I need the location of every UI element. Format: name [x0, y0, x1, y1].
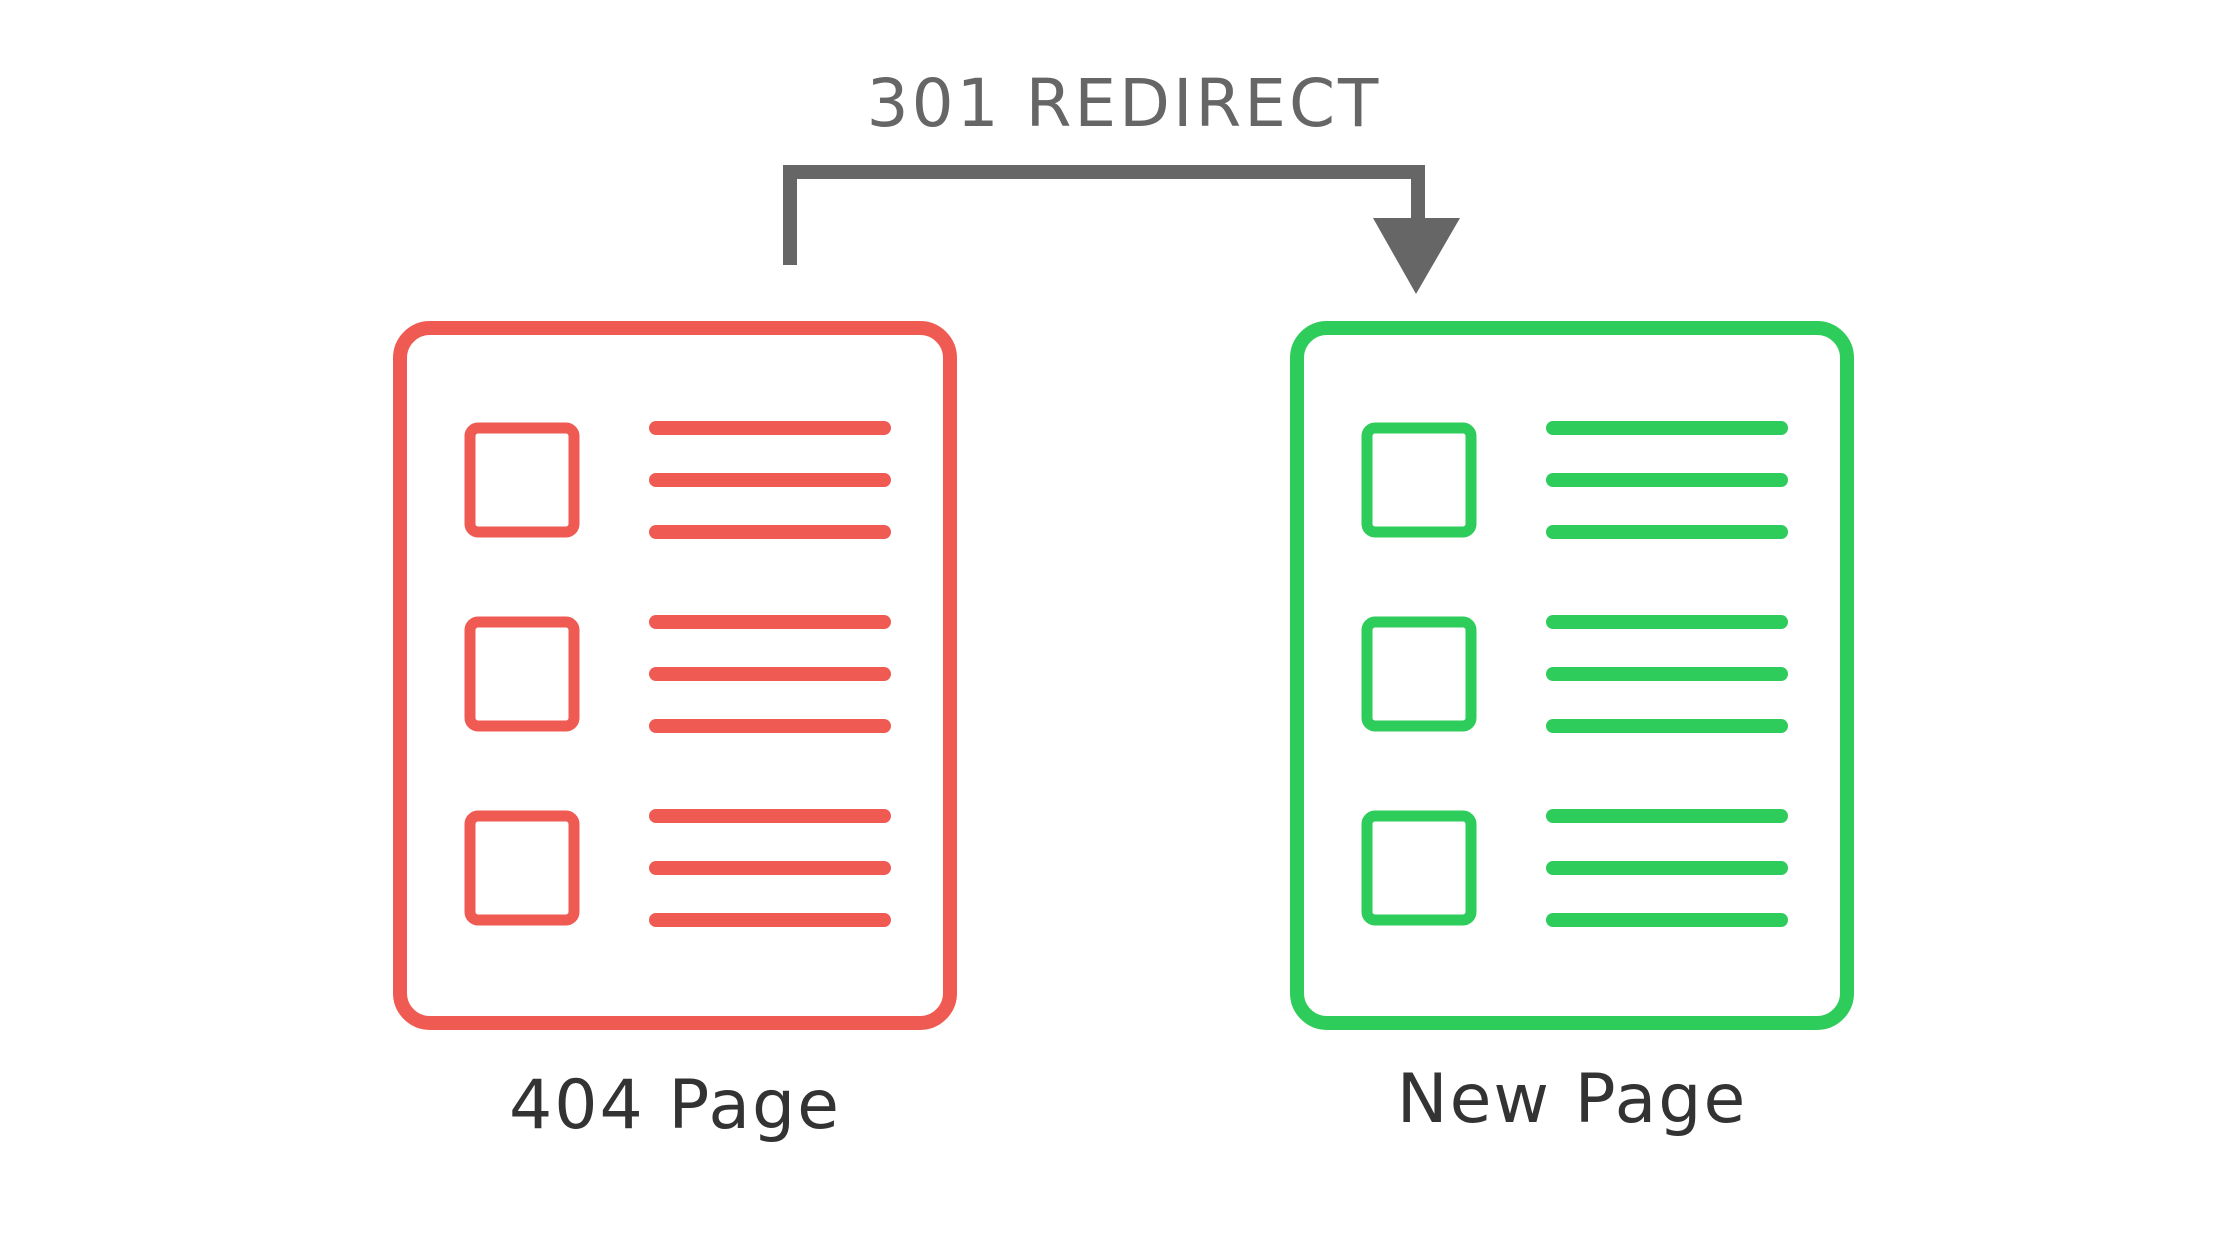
target-page-frame [1290, 321, 1854, 1030]
source-page-checkbox-3 [464, 810, 580, 926]
target-page: New Page [1290, 321, 1854, 1139]
redirect-label: 301 REDIRECT [867, 65, 1382, 142]
redirect-arrow-head [1373, 218, 1460, 294]
source-page-label: 404 Page [509, 1066, 841, 1145]
target-page-checkbox-2 [1361, 616, 1477, 732]
source-page-checkbox-2 [464, 616, 580, 732]
target-page-label: New Page [1397, 1060, 1748, 1139]
target-page-checkbox-1 [1361, 422, 1477, 538]
source-page-checkbox-1 [464, 422, 580, 538]
redirect-arrow-path [783, 165, 1425, 265]
target-page-content [1361, 421, 1788, 927]
source-page-frame [393, 321, 957, 1030]
target-page-checkbox-3 [1361, 810, 1477, 926]
redirect-arrow: 301 REDIRECT [783, 65, 1460, 294]
source-page-content [464, 421, 891, 927]
source-page: 404 Page [393, 321, 957, 1145]
